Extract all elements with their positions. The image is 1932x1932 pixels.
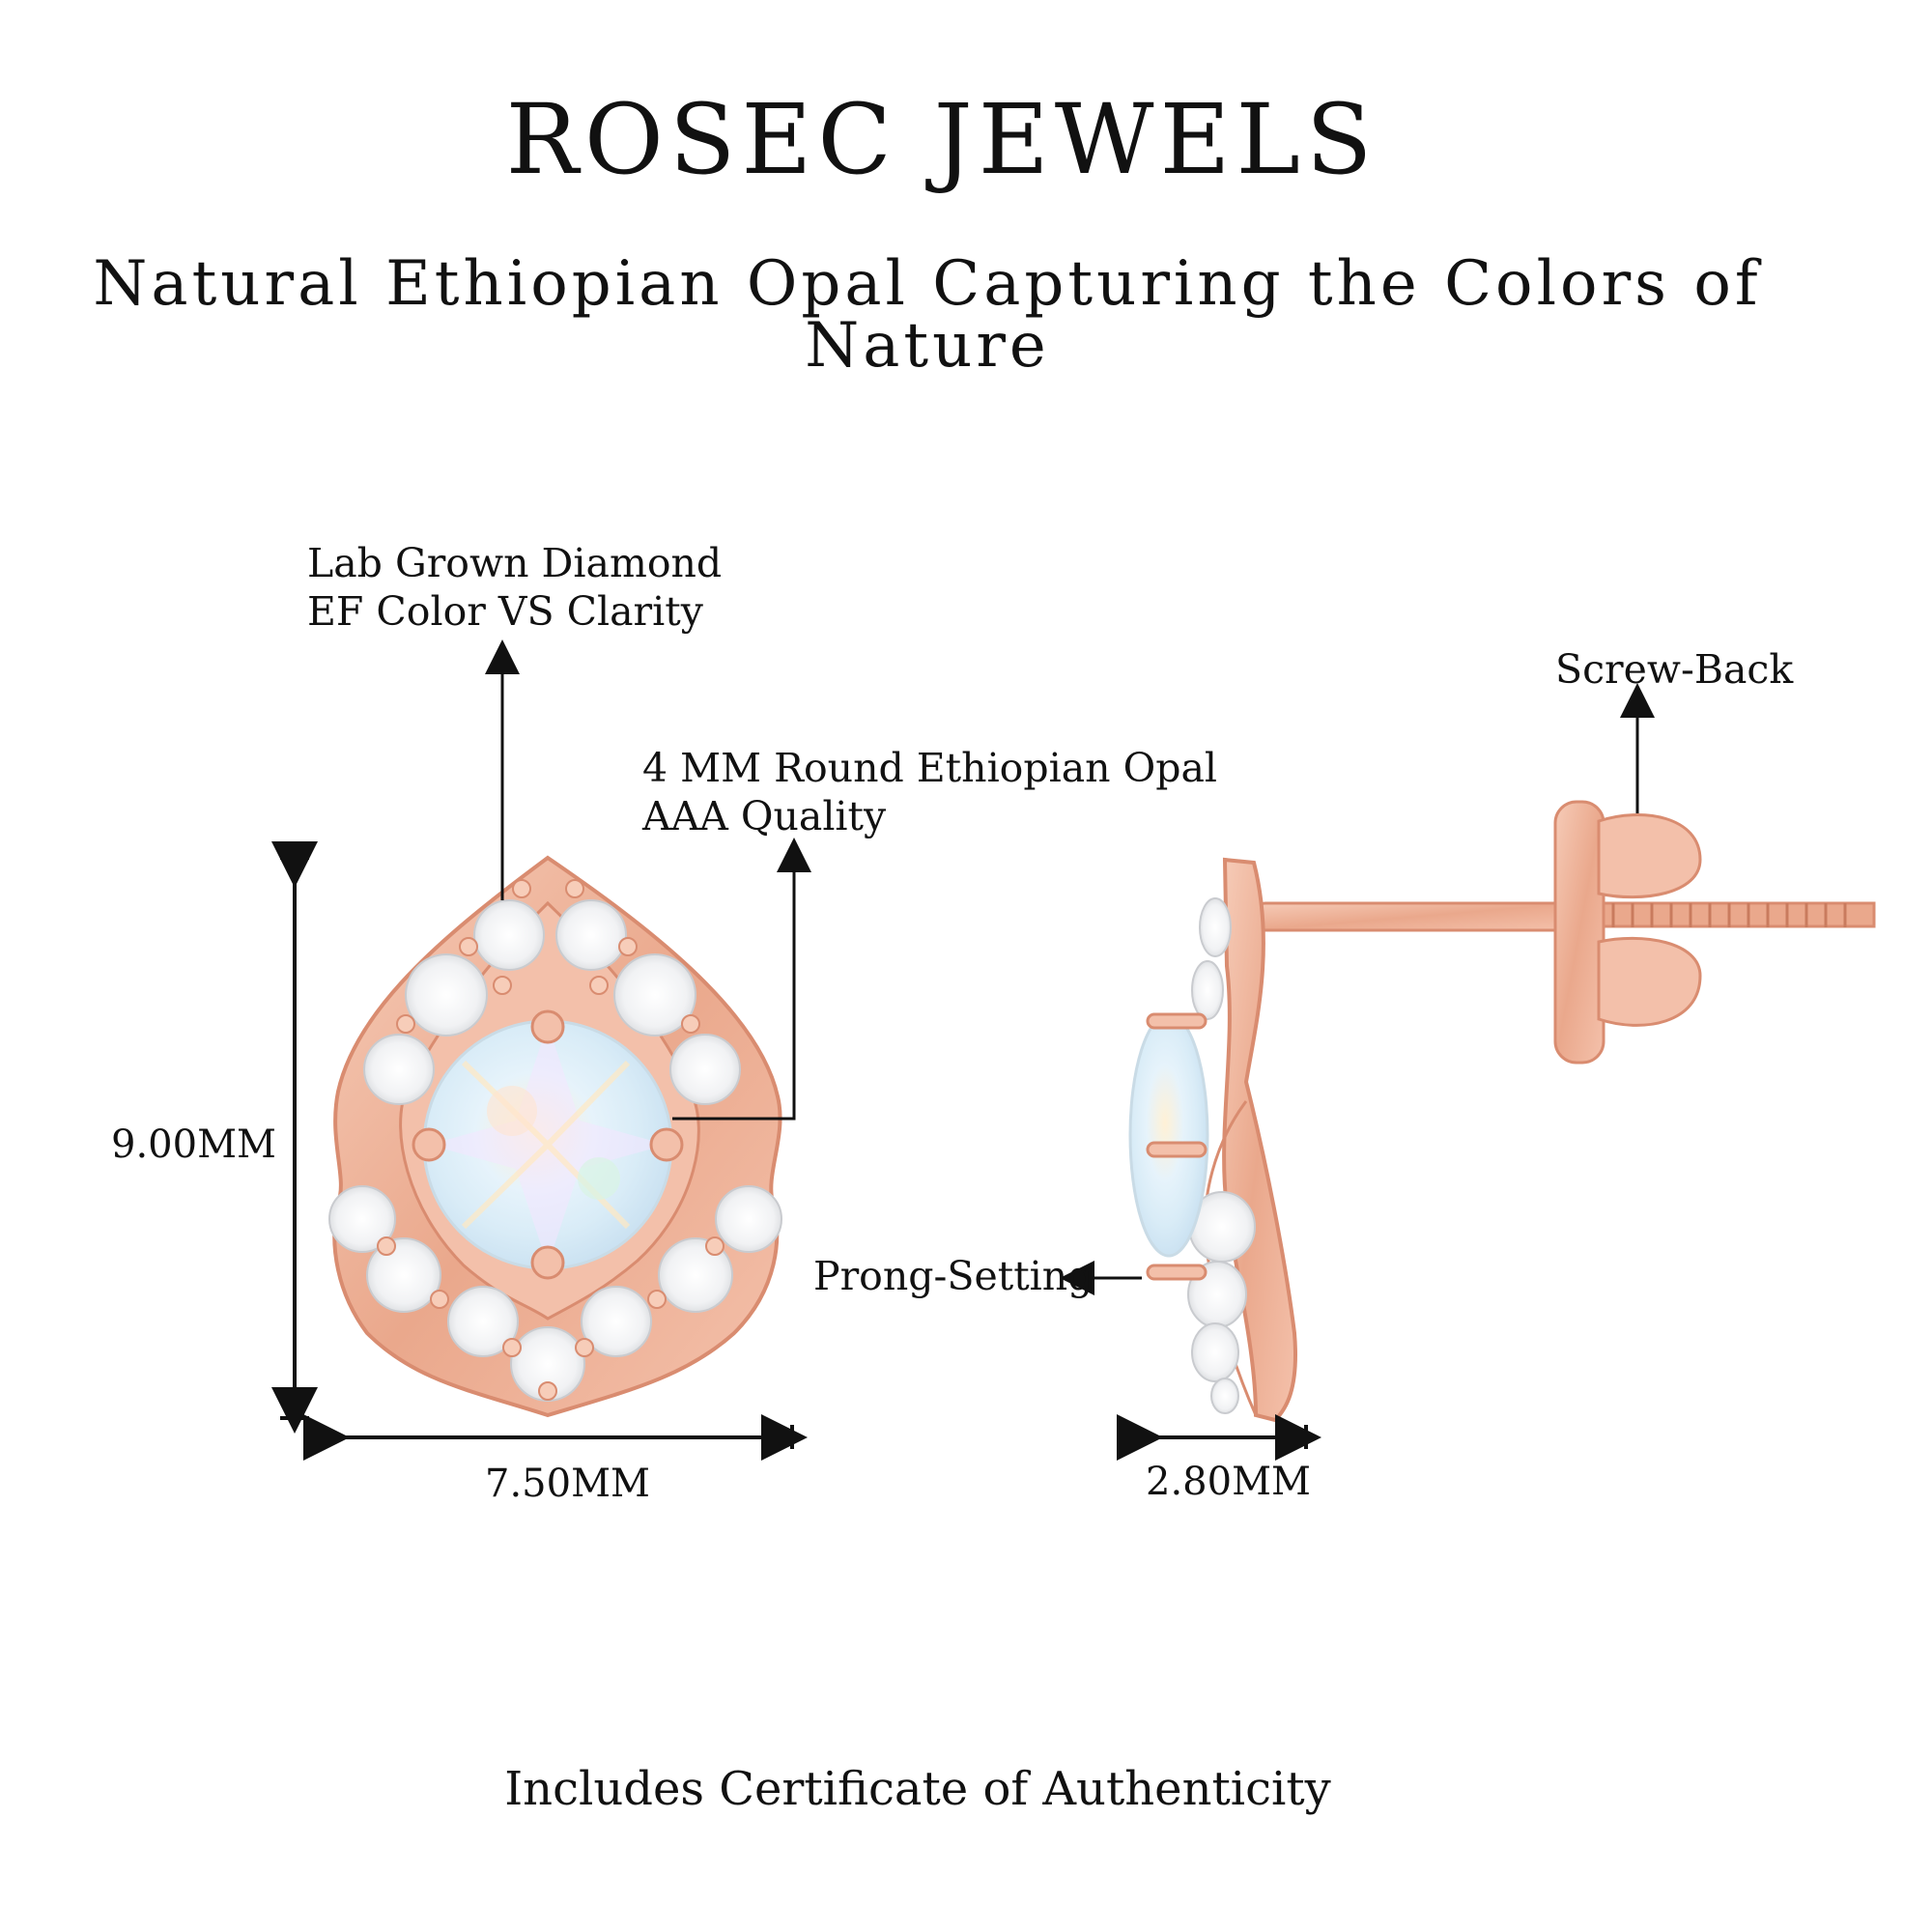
halo-diamonds xyxy=(328,899,782,1402)
prong-setting-label: Prong-Setting xyxy=(813,1253,1094,1299)
width-dimension-label: 7.50MM xyxy=(485,1462,650,1506)
earring-side-view xyxy=(1128,800,1876,1423)
diamond-callout: Lab Grown Diamond EF Color VS Clarity xyxy=(307,539,722,636)
opal-callout: 4 MM Round Ethiopian Opal AAA Quality xyxy=(642,744,1217,840)
opal-callout-line2: AAA Quality xyxy=(642,793,887,839)
certificate-note: Includes Certificate of Authenticity xyxy=(504,1762,1331,1816)
brand-title: ROSEC JEWELS xyxy=(505,83,1378,196)
product-tagline: Natural Ethiopian Opal Capturing the Col… xyxy=(93,248,1762,382)
dimension-lines xyxy=(271,841,1321,1461)
annotation-lines xyxy=(485,639,1655,1295)
depth-dimension-label: 2.80MM xyxy=(1146,1460,1311,1504)
height-dimension-label: 9.00MM xyxy=(111,1122,276,1167)
screw-back xyxy=(1553,800,1702,1065)
screw-back-label: Screw-Back xyxy=(1555,646,1794,693)
diamond-callout-line2: EF Color VS Clarity xyxy=(307,588,703,635)
earring-front-view xyxy=(328,855,782,1418)
center-opal xyxy=(422,1019,673,1270)
diamond-callout-line1: Lab Grown Diamond xyxy=(307,540,723,586)
opal-callout-line1: 4 MM Round Ethiopian Opal xyxy=(642,745,1218,791)
